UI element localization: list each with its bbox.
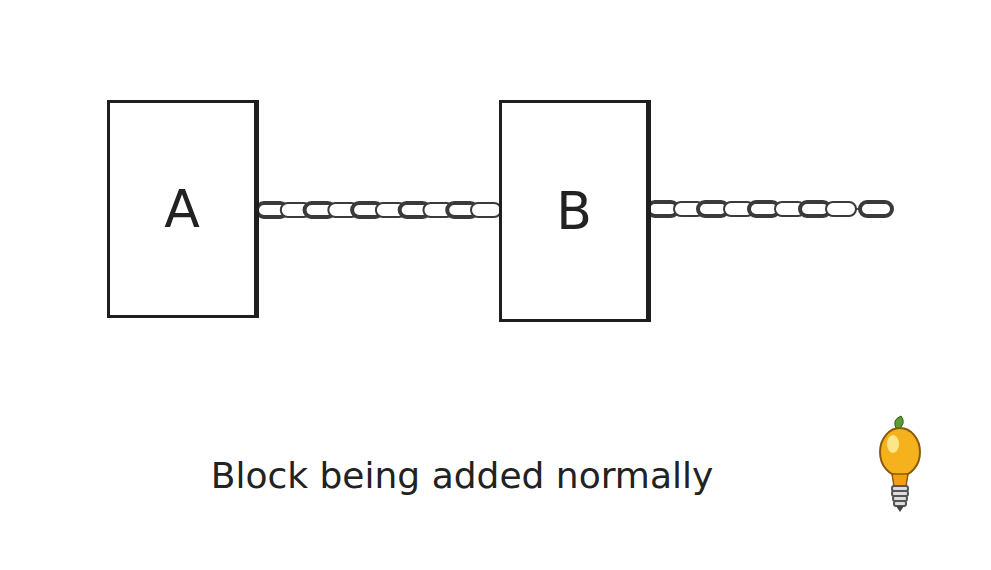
chain-link [471,203,501,217]
block-box: B [499,100,651,322]
chain-tail [648,202,892,216]
chain-group [257,203,501,217]
block-label: A [164,183,200,235]
caption: Block being added normally [211,455,714,496]
lightbulb-icon [880,416,920,512]
block-label: B [556,185,592,237]
block-box: A [107,100,259,318]
